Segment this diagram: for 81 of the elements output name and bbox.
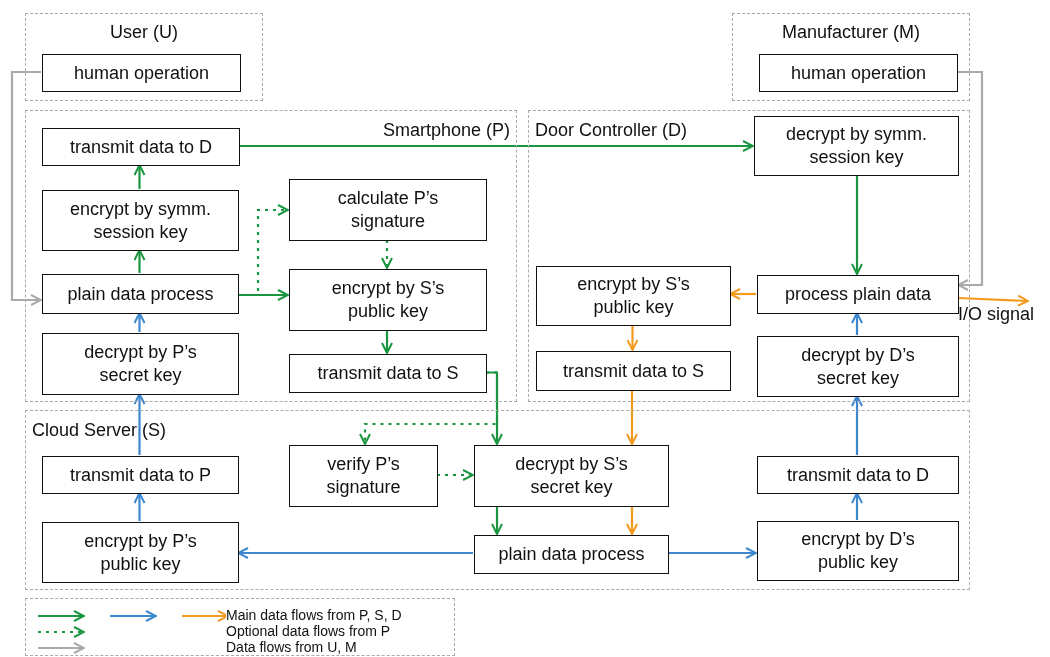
legend-text: Main data flows from P, S, D — [226, 607, 402, 623]
box-text: plain data process — [497, 543, 646, 566]
box-text: transmit data to P — [68, 463, 213, 487]
process-box — [757, 456, 959, 494]
box-text: transmit data to S — [561, 359, 706, 383]
box-text: process plain data — [783, 283, 933, 306]
box-text: decrypt by symm. session key — [785, 123, 928, 169]
arrow — [957, 70, 984, 291]
arrow — [381, 330, 393, 354]
dashed-group-frame — [25, 13, 263, 101]
box-text: plain data process — [66, 282, 215, 306]
group-title: Smartphone (P) — [382, 120, 510, 141]
box-text: decrypt by P’s secret key — [83, 341, 198, 387]
arrow — [237, 547, 473, 559]
arrow — [729, 288, 756, 300]
dashed-group-frame — [25, 410, 970, 590]
arrow — [239, 140, 754, 152]
process-box — [754, 116, 959, 176]
dashed-arrow — [437, 469, 474, 481]
legend-text: Data flows from U, M — [226, 639, 357, 655]
group-title: Cloud Server (S) — [32, 420, 167, 441]
arrow — [626, 390, 638, 445]
process-box — [757, 275, 959, 314]
process-box — [289, 354, 487, 393]
process-box — [759, 54, 958, 92]
process-box — [42, 128, 240, 166]
signal-label: I/O signal — [958, 301, 1050, 325]
process-box — [757, 521, 959, 581]
arrow — [10, 70, 42, 306]
process-box — [474, 445, 669, 507]
arrow — [851, 492, 863, 520]
arrow — [626, 506, 638, 535]
arrow — [133, 164, 146, 189]
process-box — [536, 266, 731, 326]
process-box — [42, 190, 239, 251]
box-text: calculate P’s signature — [336, 187, 440, 233]
process-box — [42, 333, 239, 395]
box-text: transmit data to S — [316, 362, 460, 385]
group-title: Door Controller (D) — [535, 120, 688, 141]
arrow — [133, 249, 146, 273]
process-box — [42, 522, 239, 583]
box-text: decrypt by D’s secret key — [800, 343, 916, 390]
process-box — [474, 535, 669, 574]
group-title: User (U) — [109, 22, 179, 43]
arrow — [851, 312, 863, 335]
box-text: verify P’s signature — [325, 453, 402, 499]
box-text: encrypt by symm. session key — [69, 197, 212, 244]
legend-text: Optional data flows from P — [226, 623, 391, 639]
box-text: decrypt by S’s secret key — [514, 453, 629, 499]
box-text: transmit data to D — [785, 463, 931, 487]
box-text: encrypt by S’s public key — [330, 277, 446, 323]
arrow — [133, 393, 146, 455]
dashed-arrow — [359, 371, 499, 445]
arrow — [851, 395, 863, 455]
group-title: Manufacturer (M) — [780, 22, 921, 43]
arrow — [626, 325, 639, 351]
dashed-group-frame — [25, 110, 517, 402]
arrow — [238, 289, 289, 301]
process-box — [42, 54, 241, 92]
process-box — [757, 336, 959, 397]
box-text: human operation — [72, 61, 211, 85]
dashed-group-frame — [732, 13, 970, 101]
process-box — [289, 179, 487, 241]
box-text: encrypt by S’s public key — [576, 273, 691, 319]
process-box — [289, 445, 438, 507]
arrow — [486, 371, 503, 445]
process-box — [289, 269, 487, 331]
arrow — [133, 492, 146, 521]
arrow — [133, 312, 146, 332]
arrow — [957, 294, 1029, 307]
arrow — [491, 506, 503, 535]
box-text: human operation — [789, 61, 928, 85]
arrow — [851, 175, 863, 275]
box-text: transmit data to D — [68, 135, 214, 159]
dashed-arrow — [381, 240, 393, 269]
process-box — [42, 274, 239, 314]
process-box — [536, 351, 731, 391]
box-text: encrypt by D’s public key — [800, 528, 916, 574]
arrow — [668, 547, 757, 559]
box-text: encrypt by P’s public key — [83, 529, 198, 576]
process-box — [42, 456, 239, 494]
